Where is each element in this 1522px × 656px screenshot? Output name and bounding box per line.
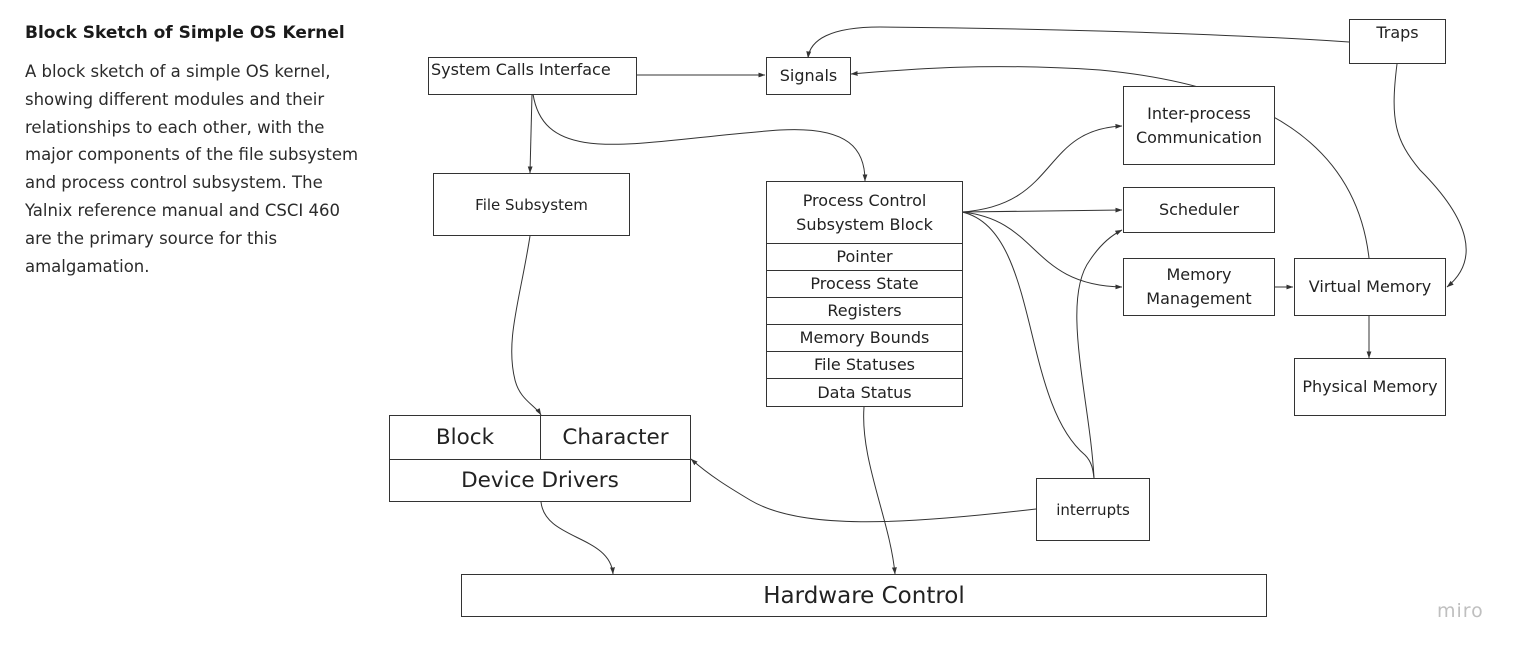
pcb-field-label: Registers — [827, 301, 902, 320]
memory-management-node[interactable]: Memory Management — [1123, 258, 1275, 316]
edge-datastatus-hardware — [863, 406, 897, 575]
pcb-field-label: Memory Bounds — [799, 328, 930, 347]
edge-interrupts-drivers — [690, 458, 1037, 523]
description-panel: Block Sketch of Simple OS Kernel A block… — [25, 20, 370, 280]
traps-node[interactable]: Traps — [1349, 19, 1446, 64]
system-calls-interface-node[interactable]: System Calls Interface — [428, 57, 637, 95]
memory-management-label: Memory Management — [1146, 265, 1252, 308]
edge-syscalls-filesys — [527, 93, 533, 174]
block-driver-node[interactable]: Block — [389, 415, 541, 460]
edge-traps-signals — [806, 26, 1350, 59]
pcb-field-label: Process State — [810, 274, 919, 293]
pcb-field-process-state[interactable]: Process State — [766, 270, 963, 298]
traps-label: Traps — [1376, 23, 1419, 42]
pcb-field-label: Data Status — [817, 382, 912, 402]
process-control-block[interactable]: Process Control Subsystem Block Pointer … — [766, 181, 963, 407]
pcb-field-data-status[interactable]: Data Status — [766, 378, 963, 407]
scheduler-label: Scheduler — [1158, 200, 1240, 219]
character-label: Character — [562, 424, 669, 450]
signals-node[interactable]: Signals — [766, 57, 851, 95]
block-label: Block — [435, 424, 495, 450]
edge-pcb-ipc — [961, 123, 1123, 213]
ipc-node[interactable]: Inter-process Communication — [1123, 86, 1275, 165]
pcb-field-pointer[interactable]: Pointer — [766, 243, 963, 271]
pcb-field-label: Pointer — [836, 247, 893, 266]
file-subsystem-label: File Subsystem — [475, 195, 588, 214]
interrupts-label: interrupts — [1056, 500, 1130, 519]
device-drivers-node[interactable]: Device Drivers — [389, 459, 691, 502]
interrupts-node[interactable]: interrupts — [1036, 478, 1150, 541]
device-drivers-label: Device Drivers — [461, 467, 619, 493]
hardware-control-node[interactable]: Hardware Control — [461, 574, 1267, 617]
signals-label: Signals — [779, 66, 838, 85]
edge-vmem-signals — [850, 66, 1370, 259]
pcb-field-label: File Statuses — [813, 355, 916, 374]
edge-interrupts-scheduler — [1076, 229, 1123, 479]
pcb-header[interactable]: Process Control Subsystem Block — [766, 181, 963, 244]
physical-memory-node[interactable]: Physical Memory — [1294, 358, 1446, 416]
file-subsystem-node[interactable]: File Subsystem — [433, 173, 630, 236]
edge-drivers-hardware — [540, 501, 615, 575]
edge-filesys-character — [511, 235, 542, 416]
hardware-control-label: Hardware Control — [763, 582, 965, 609]
pcb-field-registers[interactable]: Registers — [766, 297, 963, 325]
pcb-field-file-statuses[interactable]: File Statuses — [766, 351, 963, 379]
pcb-field-memory-bounds[interactable]: Memory Bounds — [766, 324, 963, 352]
virtual-memory-node[interactable]: Virtual Memory — [1294, 258, 1446, 316]
system-calls-interface-label: System Calls Interface — [431, 60, 611, 79]
edge-pcb-scheduler — [961, 207, 1123, 213]
edge-pcb-interrupts — [961, 211, 1095, 479]
diagram-title: Block Sketch of Simple OS Kernel — [25, 23, 345, 43]
scheduler-node[interactable]: Scheduler — [1123, 187, 1275, 233]
edge-pcb-memmgmt — [961, 211, 1123, 290]
physical-memory-label: Physical Memory — [1302, 377, 1438, 396]
character-driver-node[interactable]: Character — [540, 415, 691, 460]
virtual-memory-label: Virtual Memory — [1308, 277, 1432, 296]
miro-watermark: miro — [1437, 600, 1484, 622]
pcb-header-label: Process Control Subsystem Block — [796, 190, 933, 234]
edge-traps-vmem — [1393, 63, 1467, 288]
ipc-label: Inter-process Communication — [1135, 103, 1263, 147]
edge-syscalls-pcb — [532, 93, 868, 182]
diagram-description: A block sketch of a simple OS kernel, sh… — [25, 62, 359, 276]
